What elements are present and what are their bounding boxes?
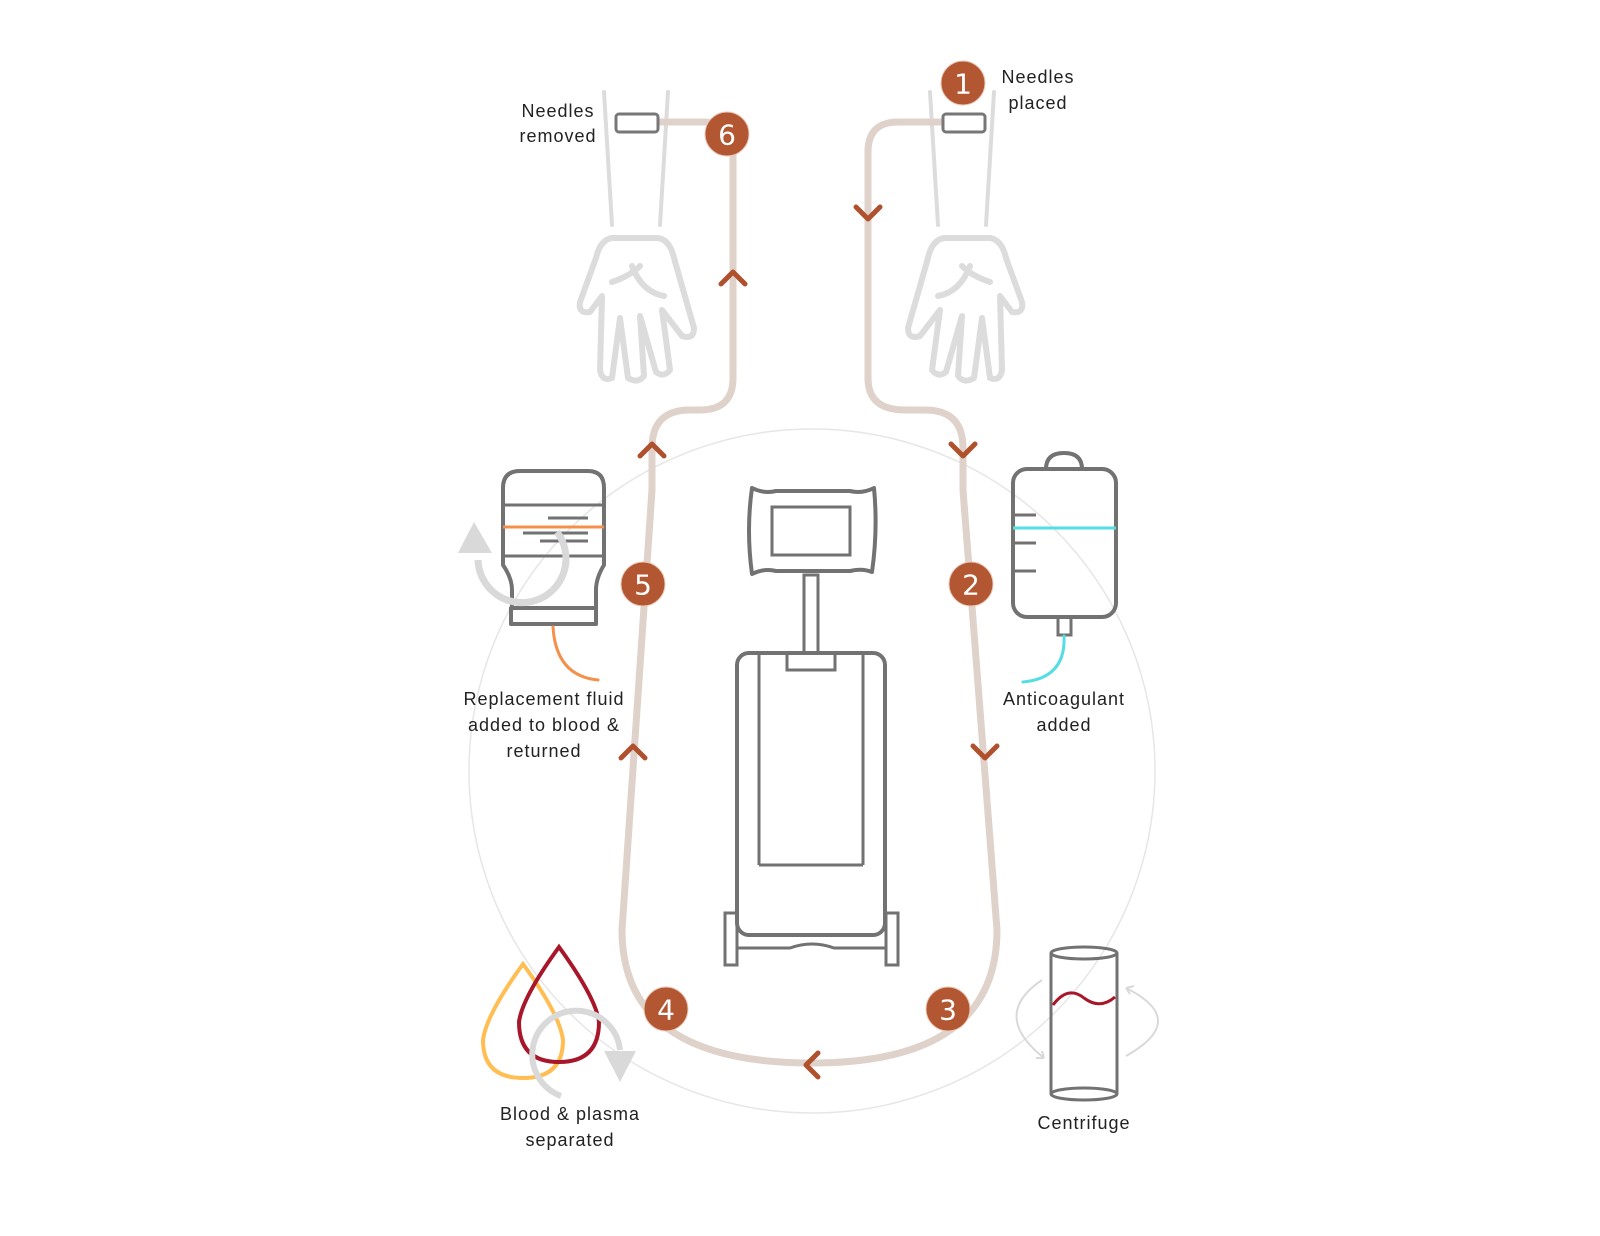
return-arrow-icon <box>458 522 570 607</box>
centrifuge-icon <box>1015 945 1159 1102</box>
svg-text:2: 2 <box>962 569 980 602</box>
svg-text:Centrifuge: Centrifuge <box>1037 1113 1130 1133</box>
svg-text:removed: removed <box>519 126 596 146</box>
svg-text:Blood & plasma: Blood & plasma <box>500 1104 640 1124</box>
blood-plasma-drops-icon <box>480 943 636 1099</box>
flow-arrow-up-icon <box>618 743 648 761</box>
label-replacement-fluid: Replacement fluid added to blood & retur… <box>463 689 624 761</box>
label-anticoagulant-added: Anticoagulant added <box>1003 689 1125 735</box>
step-badge-3: 3 <box>925 986 971 1032</box>
replacement-fluid-bottle-icon <box>501 469 606 682</box>
svg-text:Needles: Needles <box>521 101 594 121</box>
svg-text:Needles: Needles <box>1001 67 1074 87</box>
svg-text:separated: separated <box>525 1130 614 1150</box>
step-badge-2: 2 <box>948 561 994 607</box>
background-circle <box>468 428 1156 1114</box>
svg-text:Replacement fluid: Replacement fluid <box>463 689 624 709</box>
svg-text:added: added <box>1036 715 1091 735</box>
needle-placed-icon <box>941 112 987 134</box>
flow-arrow-up-icon <box>718 269 748 287</box>
svg-text:3: 3 <box>939 994 957 1027</box>
flow-arrow-down-icon <box>948 441 978 459</box>
label-needles-removed: Needles removed <box>519 101 596 146</box>
svg-text:1: 1 <box>954 68 972 101</box>
flow-arrow-up-icon <box>637 441 667 459</box>
svg-text:4: 4 <box>657 994 675 1027</box>
flow-arrow-left-icon <box>803 1050 821 1080</box>
svg-text:Anticoagulant: Anticoagulant <box>1003 689 1125 709</box>
step-badge-6: 6 <box>704 111 750 157</box>
flow-arrow-down-icon <box>970 743 1000 761</box>
label-needles-placed: Needles placed <box>1001 67 1074 113</box>
step-badge-5: 5 <box>620 561 666 607</box>
left-hand-icon <box>576 90 697 384</box>
flow-arrow-down-icon <box>853 204 883 222</box>
blood-tube <box>618 118 1001 1067</box>
svg-text:6: 6 <box>718 119 736 152</box>
step-badge-1: 1 <box>940 60 986 106</box>
svg-text:placed: placed <box>1008 93 1067 113</box>
svg-text:added to blood &: added to blood & <box>468 715 620 735</box>
step-badge-4: 4 <box>643 986 689 1032</box>
apheresis-machine-icon <box>723 486 900 967</box>
needle-removed-icon <box>614 112 660 134</box>
right-hand-icon <box>905 90 1026 384</box>
label-blood-plasma-separated: Blood & plasma separated <box>500 1104 640 1150</box>
anticoagulant-bag-icon <box>1011 451 1118 684</box>
label-centrifuge: Centrifuge <box>1037 1113 1130 1133</box>
svg-text:returned: returned <box>506 741 581 761</box>
svg-text:5: 5 <box>634 569 652 602</box>
